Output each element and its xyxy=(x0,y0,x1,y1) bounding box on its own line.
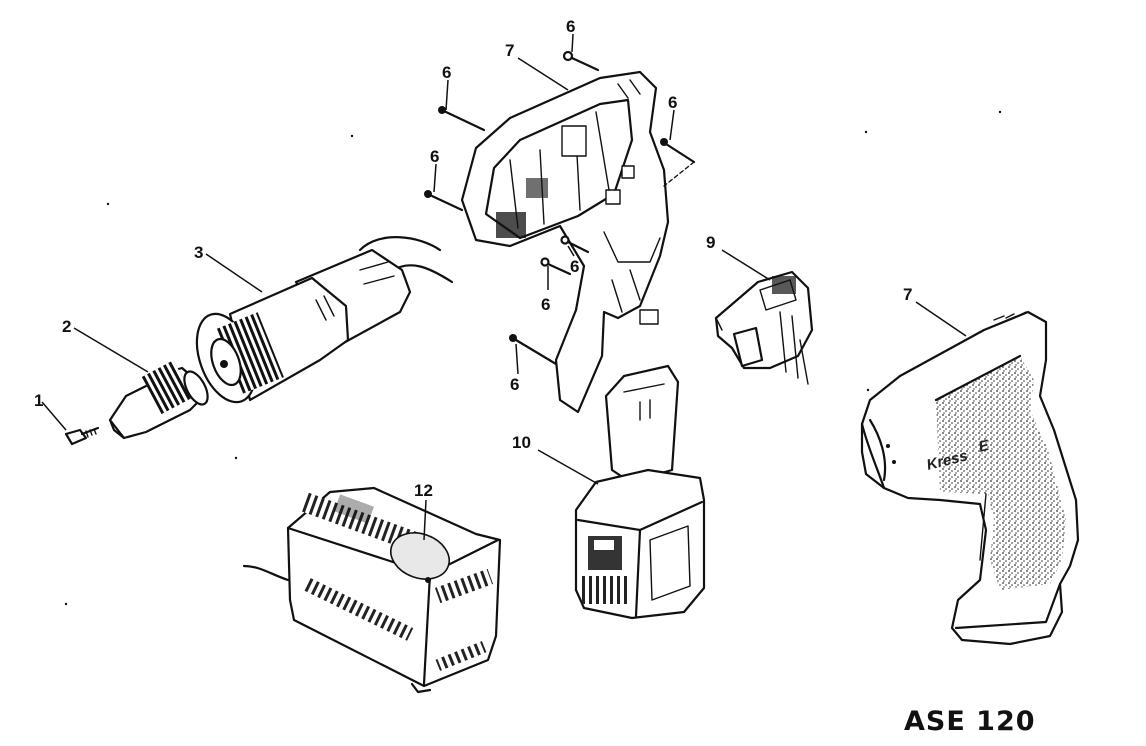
part-charger xyxy=(242,486,502,694)
part-housing-assembled: Kress E xyxy=(860,310,1080,646)
part-switch xyxy=(714,270,814,385)
callout-6-top: 6 xyxy=(566,17,575,36)
callout-12: 12 xyxy=(414,481,433,500)
callout-6-bottom: 6 xyxy=(510,375,519,394)
callout-10: 10 xyxy=(512,433,531,452)
leader-lines xyxy=(41,33,967,541)
callout-labels: 1 2 3 6 6 6 6 6 6 6 7 7 9 10 12 xyxy=(34,17,912,500)
callout-6-upper-left: 6 xyxy=(442,63,451,82)
callout-6-left: 6 xyxy=(430,147,439,166)
callout-7-housing: 7 xyxy=(903,285,912,304)
scan-specks xyxy=(64,110,1002,606)
part-chuck xyxy=(108,360,209,440)
part-screw xyxy=(64,426,100,446)
part-housing-left-shell xyxy=(460,70,670,414)
callout-2: 2 xyxy=(62,317,71,336)
callout-3: 3 xyxy=(194,243,203,262)
callout-9: 9 xyxy=(706,233,715,252)
callout-7-shell: 7 xyxy=(505,41,514,60)
model-designation: ASE 120 xyxy=(904,706,1036,737)
part-motor-gearbox xyxy=(195,236,454,404)
part-battery-pack xyxy=(574,364,706,620)
callout-6-right: 6 xyxy=(668,93,677,112)
callout-6-lower: 6 xyxy=(541,295,550,314)
callout-6-mid: 6 xyxy=(570,257,579,276)
part-screws xyxy=(424,50,696,366)
callout-1: 1 xyxy=(34,391,43,410)
